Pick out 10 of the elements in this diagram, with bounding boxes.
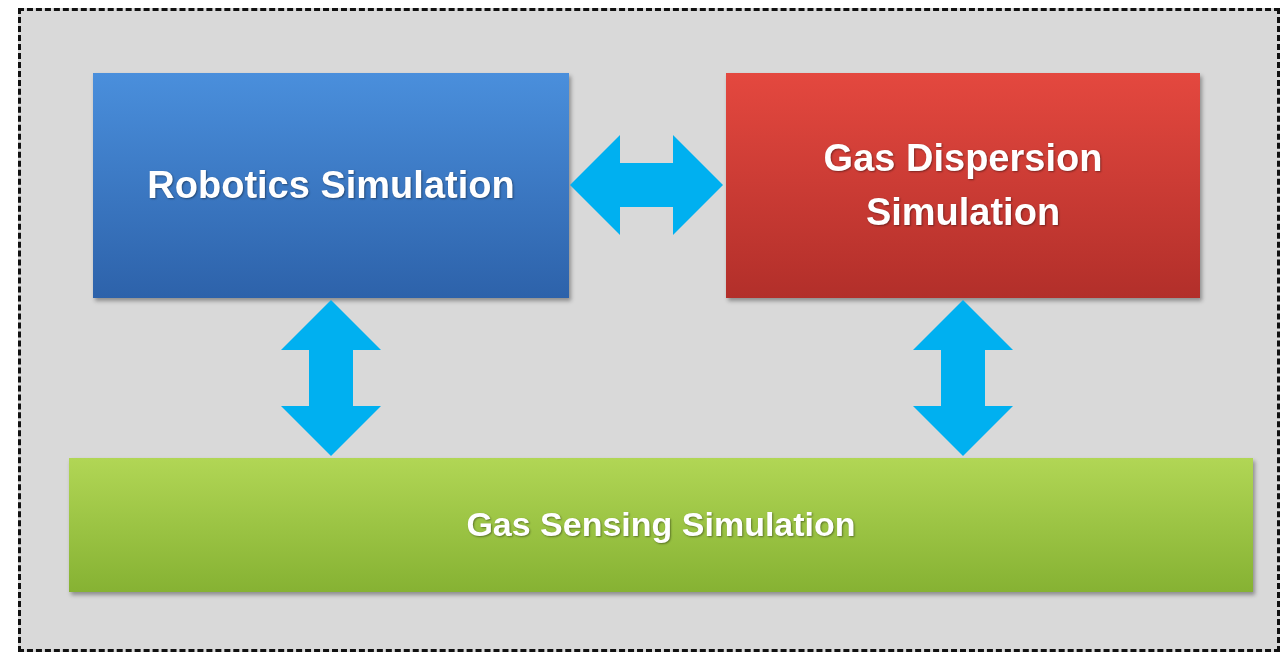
- process-box: [69, 458, 1253, 592]
- dashed-boundary-box: [18, 8, 1280, 652]
- double-arrow: [913, 300, 1013, 456]
- process-box: [93, 73, 569, 298]
- double-arrow: [281, 300, 381, 456]
- box-label: Robotics Simulation: [147, 162, 515, 208]
- box-label: Gas Dispersion Simulation: [822, 136, 1104, 235]
- box-label: Gas Sensing Simulation: [466, 504, 856, 546]
- double-arrow: [570, 135, 723, 235]
- process-box: [726, 73, 1200, 298]
